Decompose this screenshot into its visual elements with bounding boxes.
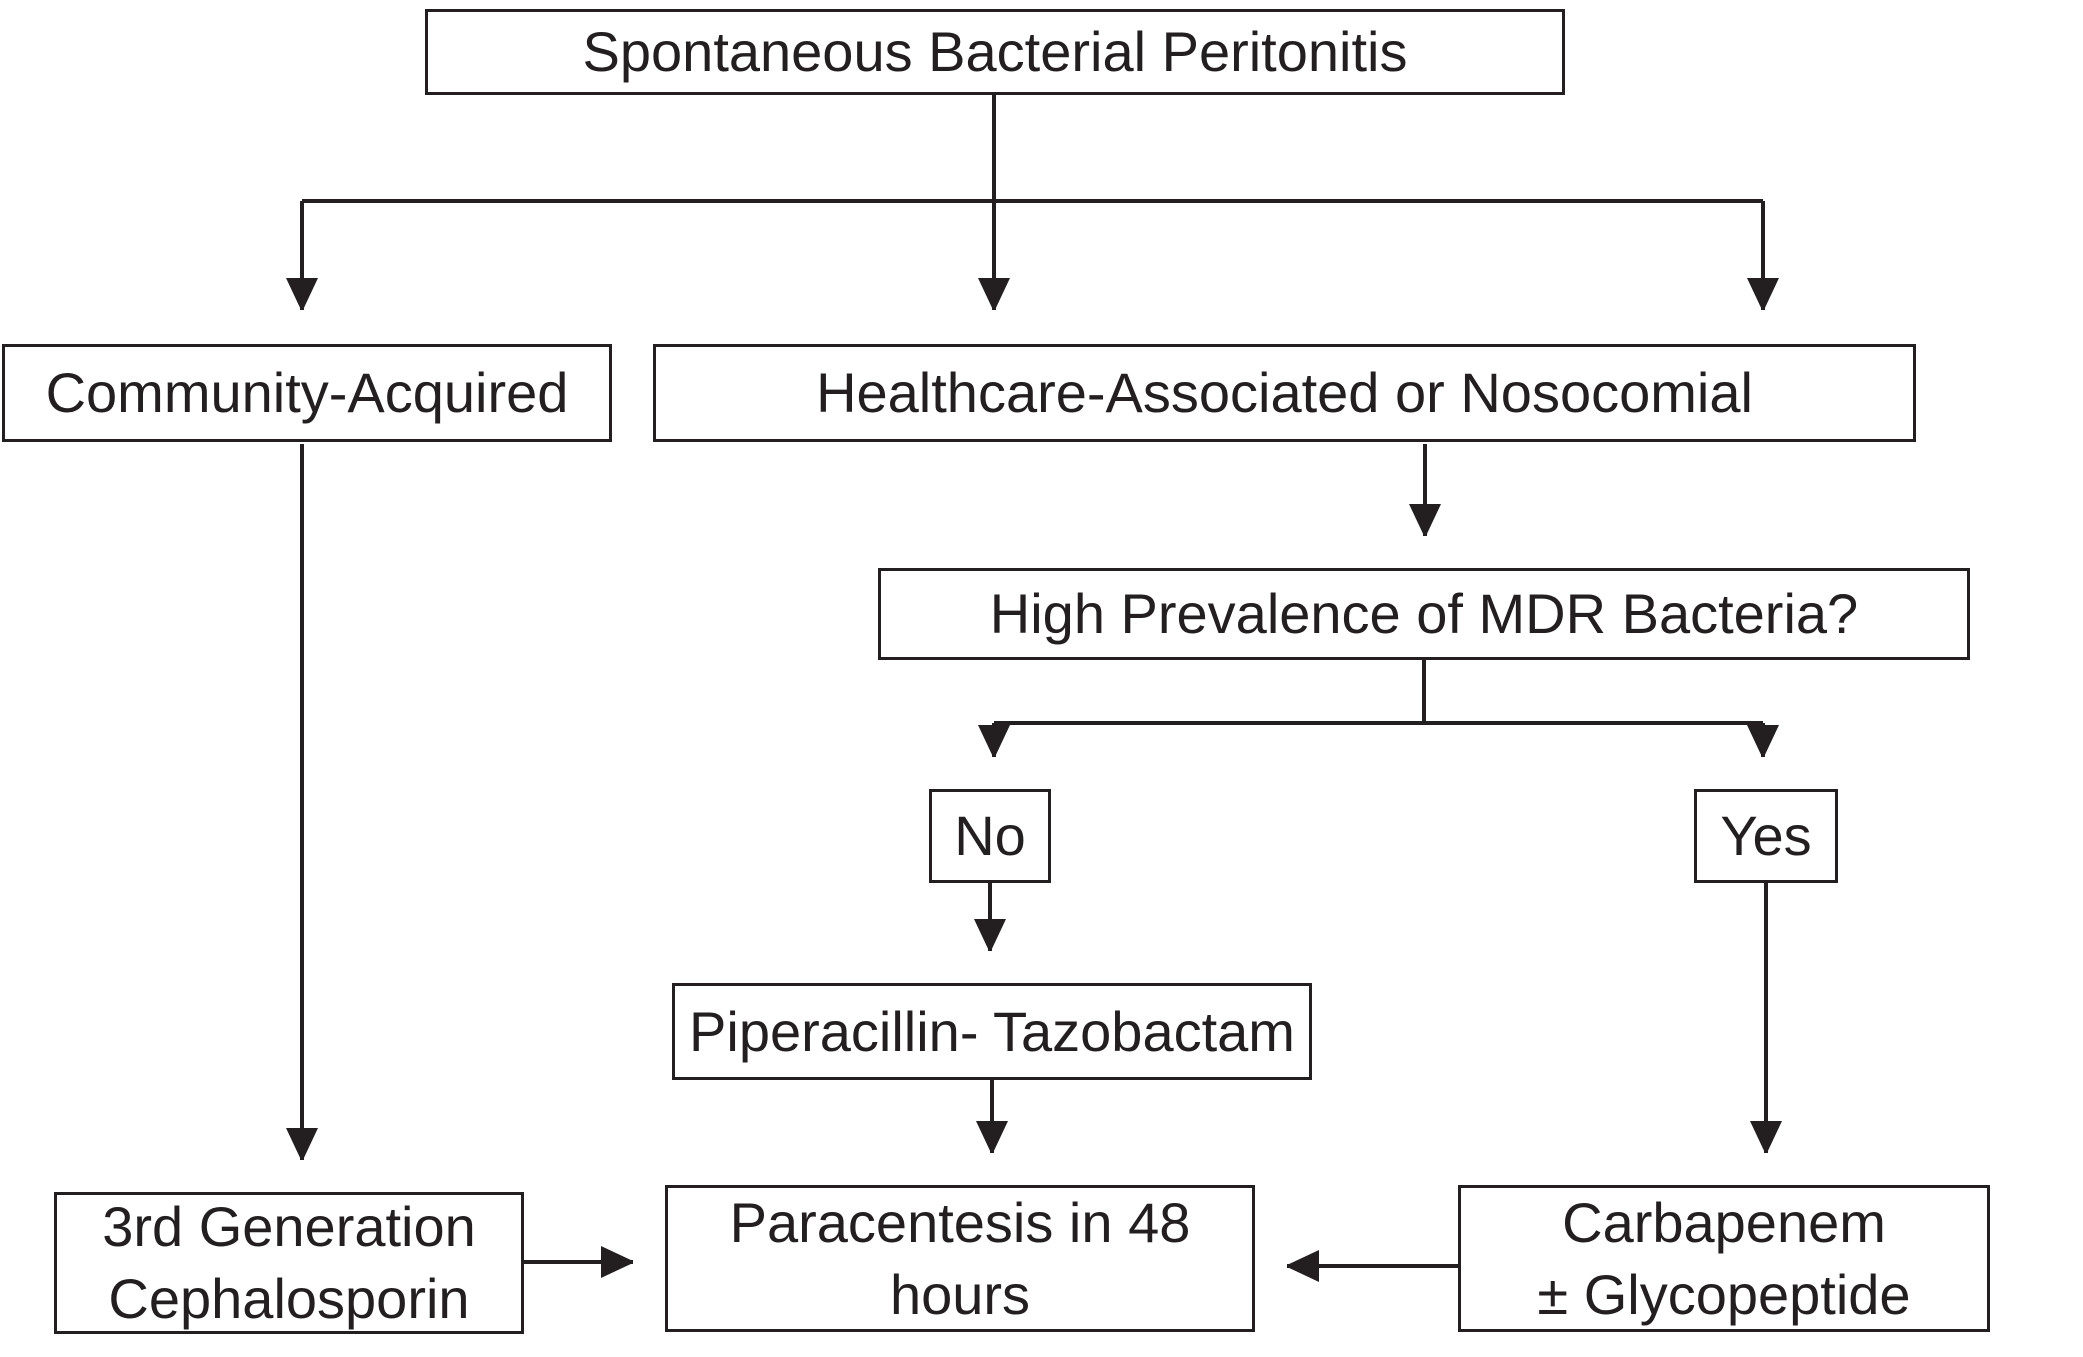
node-label: High Prevalence of MDR Bacteria? bbox=[989, 582, 1859, 646]
node-community-acquired: Community-Acquired bbox=[2, 344, 612, 442]
node-carbapenem-glycopeptide: Carbapenem ± Glycopeptide bbox=[1458, 1185, 1990, 1332]
node-healthcare-associated-or-nosocomial: Healthcare-Associated or Nosocomial bbox=[653, 344, 1916, 442]
node-piperacillin-tazobactam: Piperacillin- Tazobactam bbox=[672, 983, 1312, 1080]
node-yes: Yes bbox=[1694, 789, 1838, 883]
node-label: Community-Acquired bbox=[45, 361, 569, 425]
node-3rd-generation-cephalosporin: 3rd Generation Cephalosporin bbox=[54, 1192, 524, 1334]
node-label: Yes bbox=[1720, 804, 1812, 868]
node-label: Spontaneous Bacterial Peritonitis bbox=[582, 20, 1408, 84]
node-label-line2: hours bbox=[889, 1262, 1031, 1326]
node-label: Piperacillin- Tazobactam bbox=[689, 999, 1295, 1063]
node-high-prevalence-mdr-question: High Prevalence of MDR Bacteria? bbox=[878, 568, 1970, 660]
node-label: Healthcare-Associated or Nosocomial bbox=[816, 361, 1753, 425]
node-label-line1: 3rd Generation bbox=[102, 1195, 476, 1259]
node-label: No bbox=[954, 804, 1026, 868]
node-label-line1: Carbapenem bbox=[1562, 1190, 1886, 1254]
node-label-line2: Cephalosporin bbox=[108, 1267, 470, 1330]
node-label-line1: Paracentesis in 48 bbox=[729, 1190, 1191, 1254]
node-no: No bbox=[929, 789, 1051, 883]
node-paracentesis-in-48-hours: Paracentesis in 48 hours bbox=[665, 1185, 1255, 1332]
node-spontaneous-bacterial-peritonitis: Spontaneous Bacterial Peritonitis bbox=[425, 9, 1565, 95]
node-label-line2: ± Glycopeptide bbox=[1537, 1262, 1911, 1326]
